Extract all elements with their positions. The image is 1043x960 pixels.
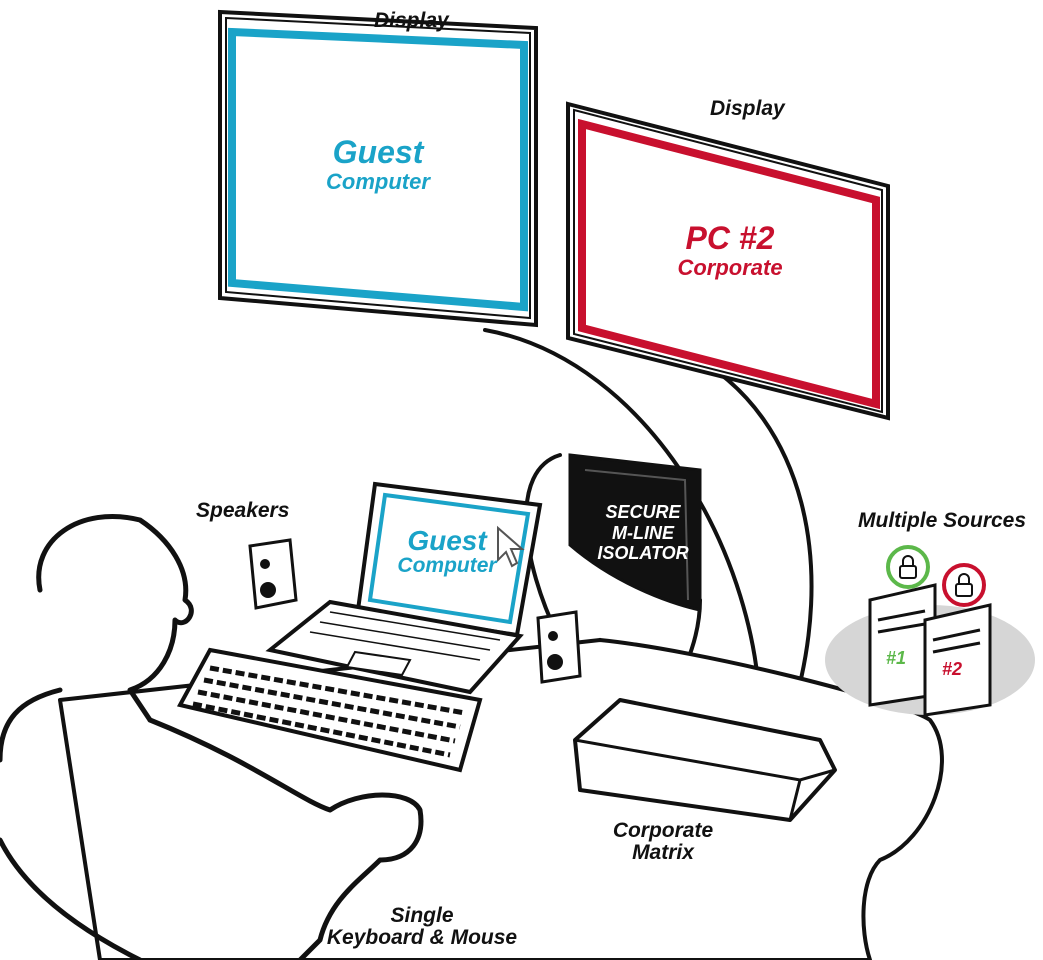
multiple-sources-label: Multiple Sources [858,509,1027,532]
corporate-matrix-box [573,698,837,822]
keyboard-mouse-label: Single Keyboard & Mouse [322,904,522,950]
lock-icon-source-2 [942,563,986,607]
speakers-label: Speakers [196,499,290,522]
lock-icon-source-1 [886,545,930,589]
source-2-label: #2 [941,659,963,679]
laptop [265,481,543,695]
laptop-line1: Guest [407,525,487,556]
display-label-left: Display [374,9,449,32]
display-right [566,101,890,421]
isolator-device [568,453,702,612]
cursor-icon [497,525,525,568]
keyboard [176,647,483,773]
isolator-text: SECURE M-LINE ISOLATOR [588,502,698,564]
speaker-right-icon [536,610,582,684]
monitor-left-text: Guest Computer [303,134,453,194]
monitor-right-line2: Corporate [677,254,783,280]
keyboard-mouse-label-line1: Single [390,904,454,927]
keyboard-mouse-label-line2: Keyboard & Mouse [326,926,518,950]
user-figure [0,514,424,960]
display-label-right: Display [710,97,785,120]
source-1-label: #1 [885,648,907,668]
monitor-right-text: PC #2 Corporate [650,220,810,280]
monitor-left-line1: Guest [332,134,424,170]
speaker-left-icon [248,538,298,610]
monitor-right-line1: PC #2 [685,220,775,256]
corporate-matrix-label-line2: Matrix [632,841,694,865]
corporate-matrix-label: Corporate Matrix [603,819,723,865]
monitor-left-line2: Computer [326,168,430,194]
corporate-matrix-label-line1: Corporate [612,819,714,842]
display-left [218,9,538,328]
laptop-line2: Computer [397,554,497,578]
isolator-line3: ISOLATOR [597,543,689,564]
source-pc-2 [923,603,992,717]
isolator-line1: SECURE [605,502,681,522]
isolator-line2: M-LINE [612,522,674,543]
laptop-screen-text: Guest Computer [388,526,506,577]
